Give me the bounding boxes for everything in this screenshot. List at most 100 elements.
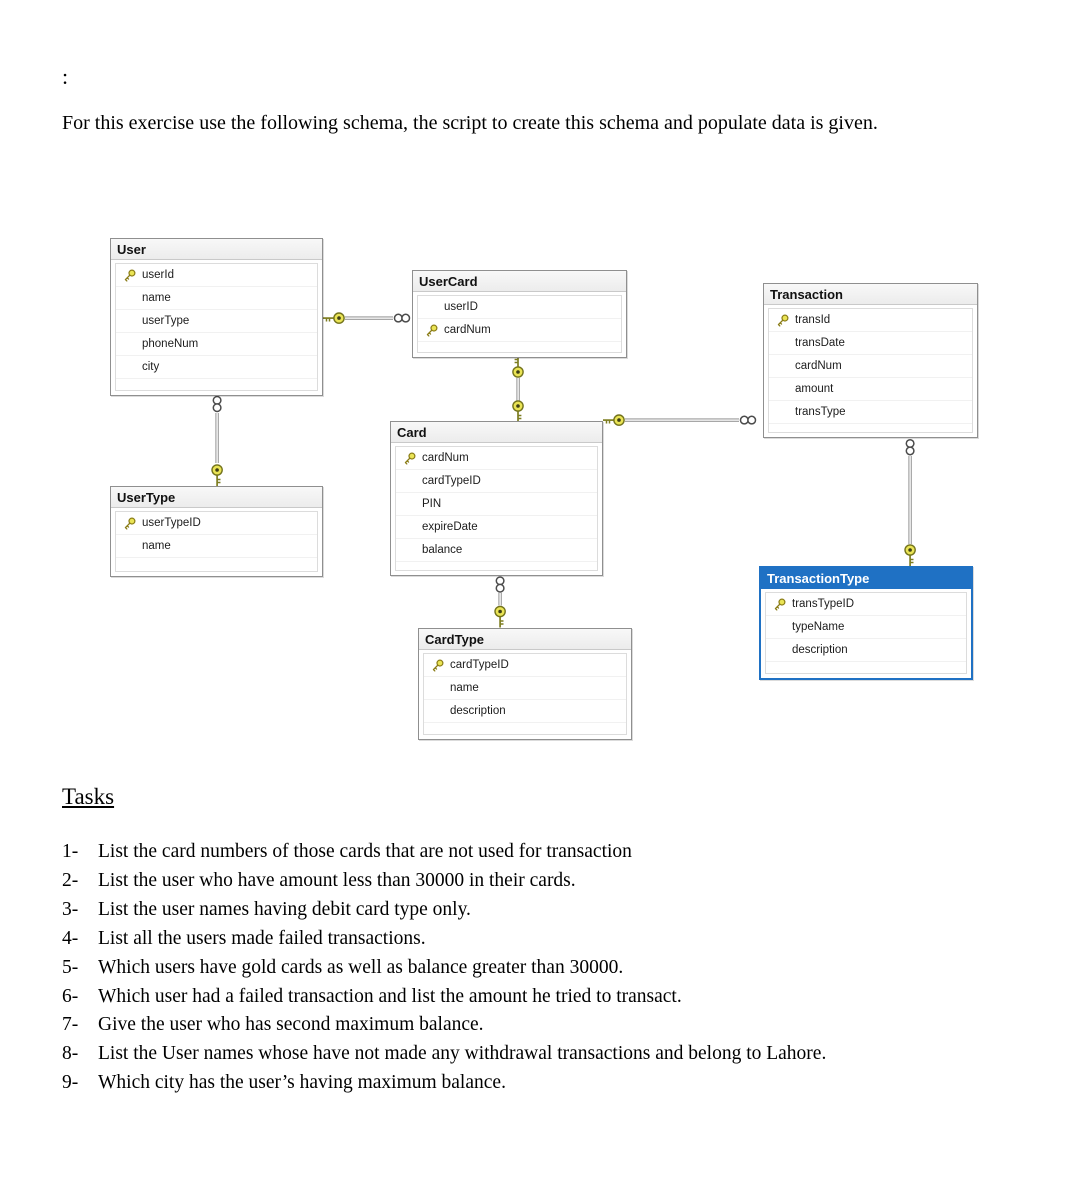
field-row-PIN: PIN: [396, 493, 597, 516]
field-name: cardTypeID: [422, 475, 481, 487]
relationship-card-transaction: [602, 414, 757, 427]
task-number: 4-: [62, 927, 79, 949]
field-row-description: description: [766, 639, 966, 662]
field-row-amount: amount: [769, 378, 972, 401]
task-number: 5-: [62, 956, 79, 978]
field-name: balance: [422, 544, 463, 556]
table-title: CardType: [425, 632, 484, 647]
task-item: 2-List the user who have amount less tha…: [62, 867, 1042, 896]
primary-key-icon: [766, 598, 792, 611]
table-usercard-header: UserCard: [413, 271, 626, 292]
table-title: UserCard: [419, 274, 478, 289]
task-item: 5-Which users have gold cards as well as…: [62, 954, 1042, 983]
task-item: 9-Which city has the user’s having maxim…: [62, 1069, 1042, 1098]
table-transaction: Transaction transId transDate cardNum amoun…: [763, 283, 978, 438]
field-name: userID: [444, 301, 478, 313]
empty-row: [766, 662, 966, 673]
table-cardtype-header: CardType: [419, 629, 631, 650]
task-item: 6- Which user had a failed transaction an…: [62, 983, 1042, 1012]
primary-key-icon: [769, 314, 795, 327]
task-number: 8-: [62, 1043, 79, 1065]
field-name: description: [450, 705, 506, 717]
field-name: cardNum: [422, 452, 469, 464]
table-cardtype-fields: cardTypeID name description: [423, 653, 627, 735]
table-card: Card cardNum cardTypeID PIN expireDate balan…: [390, 421, 603, 576]
table-cardtype: CardType cardTypeID name description: [418, 628, 632, 740]
field-row-phoneNum: phoneNum: [116, 333, 317, 356]
task-text: List the user names having debit card ty…: [98, 898, 471, 920]
table-title: Transaction: [770, 287, 843, 302]
relationship-usercard-card: [512, 355, 524, 423]
task-text: Give the user who has second maximum bal…: [98, 1014, 484, 1036]
field-name: userTypeID: [142, 517, 201, 529]
empty-row: [424, 723, 626, 734]
task-number: 3-: [62, 898, 79, 920]
field-name: name: [142, 540, 171, 552]
table-usertype: UserType userTypeID name: [110, 486, 323, 577]
field-row-transTypeID: transTypeID: [766, 593, 966, 616]
field-row-name: name: [116, 535, 317, 558]
relationship-user-usercard: [322, 312, 411, 325]
field-row-city: city: [116, 356, 317, 379]
table-title: TransactionType: [767, 571, 870, 586]
task-text: List the card numbers of those cards tha…: [98, 841, 632, 862]
task-item: 1-List the card numbers of those cards t…: [62, 838, 1042, 867]
field-name: description: [792, 644, 848, 656]
field-row-expireDate: expireDate: [396, 516, 597, 539]
table-card-fields: cardNum cardTypeID PIN expireDate balance: [395, 446, 598, 571]
empty-row: [418, 342, 621, 352]
task-text: List the User names whose have not made …: [98, 1043, 827, 1065]
task-list: 1-List the card numbers of those cards t…: [62, 838, 1042, 1098]
field-name: cardNum: [444, 324, 491, 336]
task-item: 3- List the user names having debit card …: [62, 896, 1042, 925]
field-row-cardNum: cardNum: [418, 319, 621, 342]
field-row-description: description: [424, 700, 626, 723]
primary-key-icon: [116, 517, 142, 530]
field-name: transType: [795, 406, 846, 418]
field-row-userTypeID: userTypeID: [116, 512, 317, 535]
empty-row: [769, 424, 972, 432]
field-name: name: [142, 292, 171, 304]
table-title: Card: [397, 425, 427, 440]
table-title: UserType: [117, 490, 176, 505]
field-row-cardNum: cardNum: [769, 355, 972, 378]
field-name: expireDate: [422, 521, 478, 533]
empty-row: [116, 558, 317, 571]
empty-row: [116, 379, 317, 390]
field-name: cardTypeID: [450, 659, 509, 671]
field-name: PIN: [422, 498, 442, 510]
field-row-name: name: [116, 287, 317, 310]
table-transaction-header: Transaction: [764, 284, 977, 305]
table-usercard-fields: userID cardNum: [417, 295, 622, 353]
field-name: transId: [795, 314, 831, 326]
relationship-usertype-user: [211, 395, 224, 487]
task-item: 8- List the User names whose have not mad…: [62, 1040, 1042, 1069]
table-title: User: [117, 242, 146, 257]
field-row-userId: userId: [116, 264, 317, 287]
task-text: List all the users made failed transacti…: [98, 927, 426, 949]
field-name: phoneNum: [142, 338, 199, 350]
field-name: cardNum: [795, 360, 842, 372]
tasks-section: Tasks 1-List the card numbers of those c…: [62, 784, 1042, 1098]
field-row-transDate: transDate: [769, 332, 972, 355]
relationship-transactiontype-transaction: [904, 438, 917, 567]
table-user-header: User: [111, 239, 322, 260]
field-name: transTypeID: [792, 598, 854, 610]
table-usercard: UserCard userID cardNum: [412, 270, 627, 358]
task-item: 4- List all the users made failed transac…: [62, 925, 1042, 954]
tasks-heading: Tasks: [62, 784, 115, 809]
empty-row: [396, 562, 597, 570]
table-usertype-fields: userTypeID name: [115, 511, 318, 572]
field-name: typeName: [792, 621, 845, 633]
field-name: name: [450, 682, 479, 694]
table-card-header: Card: [391, 422, 602, 443]
task-text: Which user had a failed transaction and …: [98, 985, 682, 1007]
table-usertype-header: UserType: [111, 487, 322, 508]
relationship-cardtype-card: [494, 576, 507, 629]
primary-key-icon: [418, 324, 444, 337]
task-number: 6-: [62, 985, 79, 1007]
